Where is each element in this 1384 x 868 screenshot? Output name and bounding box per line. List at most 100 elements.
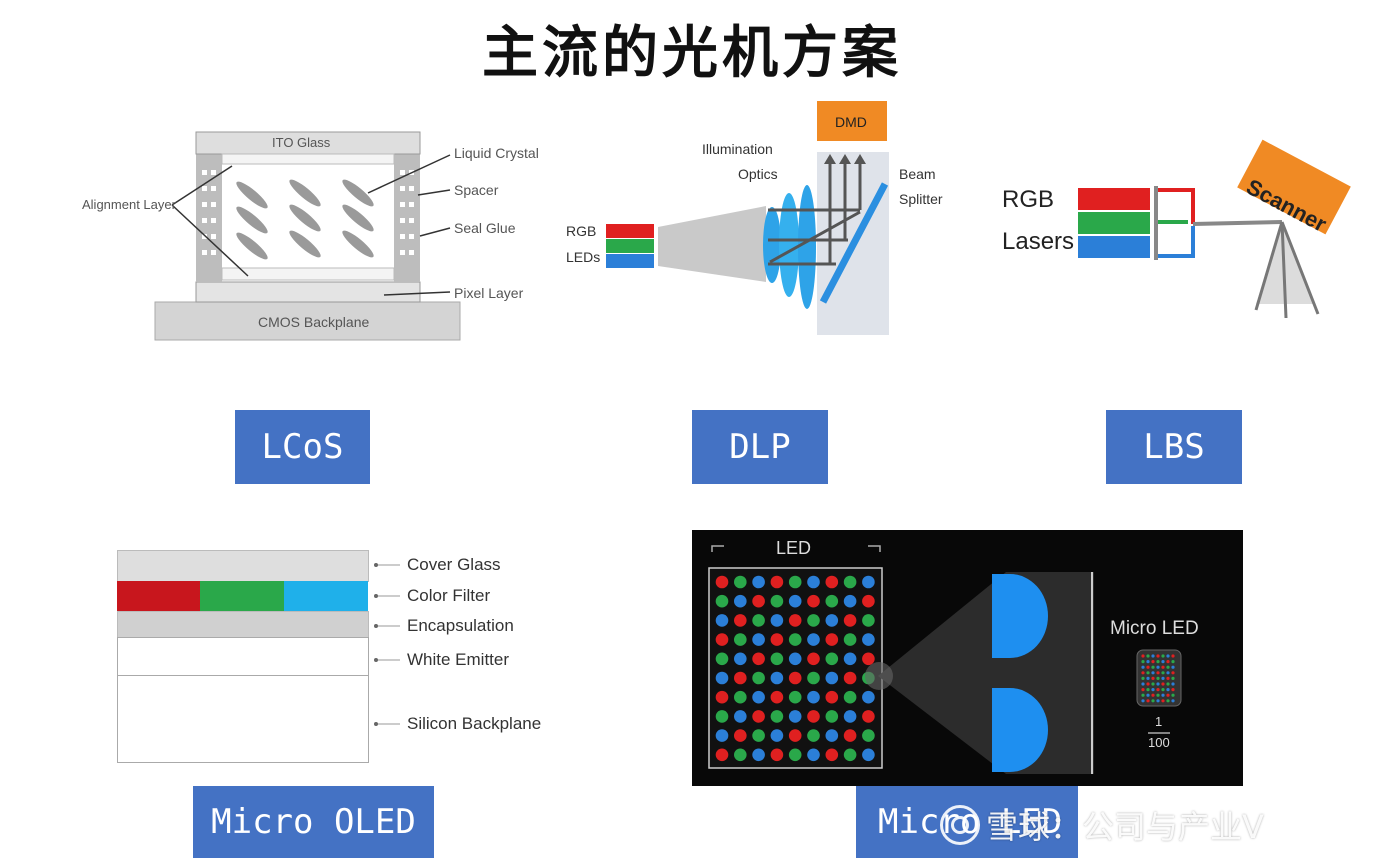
micro-led-panel-label: Micro LED [1110, 618, 1199, 639]
chip-dot [1171, 665, 1175, 669]
chip-dot [1166, 660, 1170, 664]
led-dot [788, 671, 802, 685]
led-dot [843, 633, 857, 646]
led-dot [825, 633, 839, 646]
chip-dot [1171, 671, 1175, 675]
chip-dot [1156, 676, 1160, 681]
led-dot [752, 575, 765, 589]
chip-dot [1156, 654, 1160, 658]
chip-dot [1151, 665, 1155, 669]
led-dot [843, 729, 857, 742]
led-dot [715, 710, 729, 723]
led-dot [734, 729, 747, 742]
oled-layer-encapsulation: Encapsulation [407, 616, 514, 635]
oled-silicon-backplane-layer [117, 675, 369, 763]
micro-led-led-label: LED [776, 538, 812, 558]
oled-color-filter-red [117, 581, 200, 611]
chip-dot [1141, 693, 1145, 697]
chip-dot [1141, 660, 1145, 664]
lcos-spacer-label: Spacer [454, 182, 499, 198]
led-dot [825, 690, 839, 704]
led-dot [807, 614, 820, 627]
chip-dot [1141, 665, 1145, 669]
led-dot [715, 671, 729, 685]
dlp-illumination-label: Illumination [702, 141, 773, 157]
led-dot [715, 633, 729, 646]
led-dot [770, 748, 784, 762]
chip-dot [1161, 699, 1165, 703]
chip-dot [1161, 676, 1165, 681]
chip-dot [1171, 676, 1175, 681]
led-dot [788, 575, 802, 589]
chip-dot [1166, 699, 1170, 703]
led-dot [788, 690, 802, 704]
chip-dot [1166, 654, 1170, 658]
chip-dot [1141, 654, 1145, 658]
chip-dot [1146, 671, 1150, 675]
lcos-alignment-layer-label: Alignment Layer [82, 197, 176, 212]
led-dot [752, 729, 765, 742]
led-dot [734, 594, 747, 608]
led-dot [752, 710, 765, 723]
led-dot [843, 594, 857, 608]
led-dot [752, 594, 765, 608]
led-dot [734, 614, 747, 627]
led-dot [788, 614, 802, 627]
watermark-logo-icon [940, 805, 980, 845]
led-dot [770, 575, 784, 589]
led-dot [807, 671, 820, 685]
dlp-leds-label: LEDs [566, 249, 601, 265]
chip-dot [1171, 693, 1175, 697]
led-dot [770, 690, 784, 704]
chip-dot [1161, 671, 1165, 675]
chip-dot [1151, 682, 1155, 686]
lcos-ito-glass-label: ITO Glass [272, 135, 331, 150]
led-dot [862, 652, 875, 666]
dlp-optics-label: Optics [738, 166, 778, 182]
led-dot [825, 710, 839, 723]
watermark: 雪球：公司与产业V [940, 800, 1264, 850]
chip-dot [1166, 688, 1170, 692]
led-dot [843, 690, 857, 704]
lcos-pixel-layer-label: Pixel Layer [454, 285, 524, 301]
led-dot [825, 652, 839, 666]
led-dot [807, 748, 820, 762]
chip-dot [1156, 693, 1160, 697]
led-dot [715, 690, 729, 704]
chip-dot [1156, 660, 1160, 664]
dlp-label-box: DLP [692, 410, 828, 484]
chip-dot [1161, 688, 1165, 692]
led-dot [788, 633, 802, 646]
led-dot [770, 710, 784, 723]
chip-dot [1141, 671, 1145, 675]
chip-dot [1151, 660, 1155, 664]
led-dot [734, 690, 747, 704]
led-dot [788, 710, 802, 723]
led-dot [715, 748, 729, 762]
chip-dot [1141, 676, 1145, 681]
led-dot [825, 614, 839, 627]
chip-dot [1141, 682, 1145, 686]
led-dot [862, 710, 875, 723]
led-dot [862, 633, 875, 646]
chip-dot [1146, 660, 1150, 664]
led-dot [734, 710, 747, 723]
micro-led-fraction-denominator: 100 [1148, 735, 1170, 750]
led-dot [862, 594, 875, 608]
led-dot [825, 748, 839, 762]
lbs-label: LBS [1143, 427, 1205, 467]
led-dot [788, 652, 802, 666]
chip-dot [1161, 654, 1165, 658]
led-dot [715, 594, 729, 608]
led-dot [788, 594, 802, 608]
led-dot [825, 671, 839, 685]
led-dot [843, 575, 857, 589]
led-dot [752, 633, 765, 646]
oled-layer-cover-glass: Cover Glass [407, 555, 501, 574]
led-dot [752, 671, 765, 685]
